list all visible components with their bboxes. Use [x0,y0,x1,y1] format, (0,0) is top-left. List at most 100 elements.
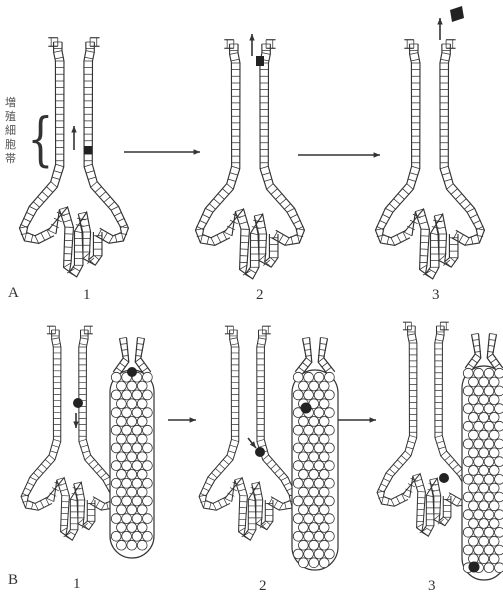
proliferative-zone-label: 増殖細胞帯 [5,96,21,166]
villus-cell [117,487,127,497]
villus-cell [319,381,329,391]
gland-wall-right [260,44,305,245]
villus-cell [143,461,153,471]
villus-cell [484,474,494,484]
marked-cell-b1-crypt [73,398,83,408]
wall-outer [195,44,231,245]
villus-cell [293,514,303,524]
villus-cell [143,496,153,506]
villus-cell [122,478,132,488]
gland-wall-right [440,44,485,245]
villus-cell [304,425,314,435]
villus-cell [111,390,121,400]
diag-arrow-b2 [248,438,256,448]
step-arrow-b2-b3 [338,417,376,422]
villus-cell [111,478,121,488]
villus-cell [469,448,479,458]
wall-inner [27,330,60,503]
villus-cell [137,417,147,427]
villus-cell [304,461,314,471]
villus-cell [484,563,494,573]
villus-cell [314,461,324,471]
villus-cell [479,430,489,440]
villus-cell [117,452,127,462]
wall-outer [56,209,102,276]
villus-cell [463,439,473,449]
villus-cell [122,496,132,506]
villus-cell [111,425,121,435]
villus-cell [304,496,314,506]
wall-outer [410,476,451,536]
villus-cell [325,390,335,400]
villus-cell [143,425,153,435]
villus-b2 [292,338,338,571]
wall-inner [403,474,443,533]
villus-cell [325,372,335,382]
villus-cell [137,470,147,480]
villus-cell [132,390,142,400]
marked-cell-a2 [256,56,264,66]
wall-outer [232,480,273,540]
villus-cell [484,404,494,414]
villus-cell [484,368,494,378]
up-arrow-a2 [249,34,254,56]
gland-wall-right [84,42,129,243]
villus-cell [484,421,494,431]
gland-wall-branches [403,474,451,537]
panel-a-label: A [8,285,19,302]
villus-cell [474,474,484,484]
villus-cell [463,404,473,414]
villus-cell [495,527,503,537]
villus-cell [479,377,489,387]
gland-wall-branches [47,478,95,541]
villus-cell [132,496,142,506]
villus-cell [111,496,121,506]
villus-cell [132,461,142,471]
villus-cell [132,425,142,435]
gland-b1 [21,326,119,540]
wall-outer [84,42,121,236]
villus-cell [469,519,479,529]
villus-cell [319,487,329,497]
step-label-a2: 2 [256,287,264,304]
arrow-head [73,422,78,428]
villus-cell [495,545,503,555]
villus-cell [474,404,484,414]
villus-cell [484,510,494,520]
villus-cell [299,434,309,444]
villus-cell [293,461,303,471]
villus-cell [111,443,121,453]
villus-cell [122,443,132,453]
villus-cell [127,381,137,391]
villus-cell [293,390,303,400]
villus-cell [484,527,494,537]
villus-cell [127,434,137,444]
wall-inner [224,209,269,275]
wall-inner [92,42,128,243]
villus-cell [469,395,479,405]
villus-cell [309,417,319,427]
villus-cell [122,514,132,524]
villus-cell [484,386,494,396]
villus-cell [309,381,319,391]
villus-cell [314,443,324,453]
step-label-a3: 3 [432,287,440,304]
villus-cell [314,408,324,418]
villus-cell [319,540,329,550]
arrow-head [71,126,76,132]
villus-cell [127,417,137,427]
villus-cell [474,545,484,555]
wall-inner [383,44,420,238]
villus-cell [304,514,314,524]
villus-cell [309,487,319,497]
villus-cell [122,408,132,418]
villus-cell [463,368,473,378]
villus-cell [111,531,121,541]
wall-outer [54,480,95,540]
villus-cell [474,492,484,502]
villus-cell [304,531,314,541]
arrow-head [194,149,200,154]
villus-cell [299,452,309,462]
villus-cell [495,368,503,378]
marked-cell-b3-villus [469,562,480,573]
